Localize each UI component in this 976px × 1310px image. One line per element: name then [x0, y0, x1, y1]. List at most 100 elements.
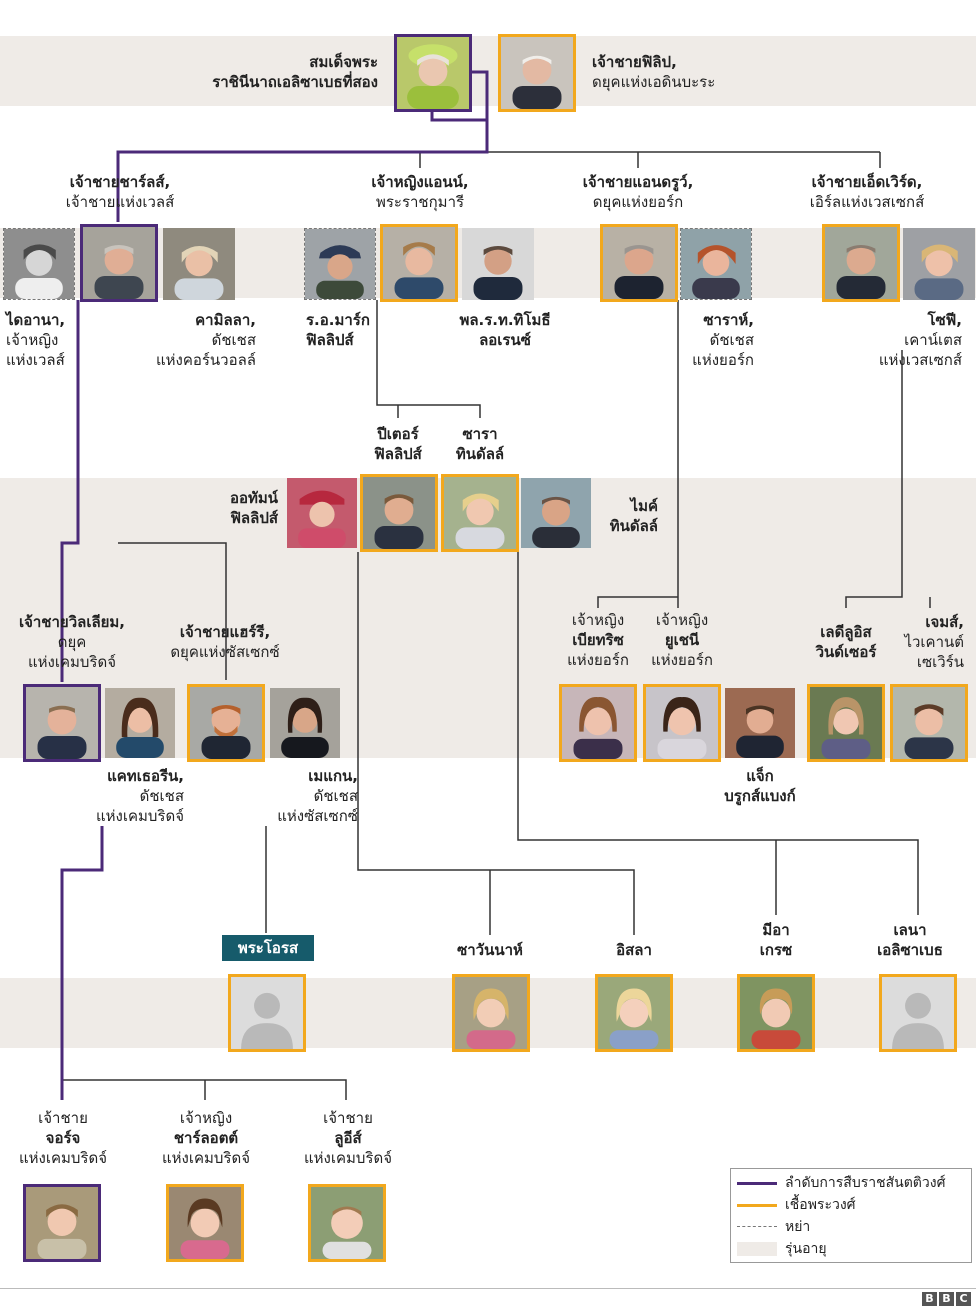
baby-badge: พระโอรส [222, 935, 314, 961]
james-label: เจมส์,ไวเคานต์เซเวิร์น [904, 612, 964, 672]
sophie-title-2: แห่งเวสเซกส์ [878, 351, 962, 369]
peter-label: ปีเตอร์ฟิลลิปส์ [350, 424, 446, 464]
eugenie-title-2: แห่งยอร์ก [651, 651, 713, 669]
charles-title: เจ้าชายแห่งเวลส์ [65, 193, 175, 211]
beatrice-label: เจ้าหญิงเบียทริซแห่งยอร์ก [548, 610, 648, 670]
autumn-label: ออทัมน์ฟิลลิปส์ [230, 488, 278, 528]
legend-generation-label: รุ่นอายุ [785, 1241, 827, 1257]
baby-silhouette [228, 974, 306, 1052]
philip-title: ดยุคแห่งเอดินบะระ [592, 73, 716, 91]
queen-name: สมเด็จพระ [309, 53, 378, 71]
andrew-daughters-connector [597, 300, 679, 608]
camilla-portrait [163, 228, 235, 300]
anne-name: เจ้าหญิงแอนน์, [371, 173, 469, 191]
louise-label: เลดีลูอิสวินด์เซอร์ [796, 622, 896, 662]
legend-divorce-label: หย่า [785, 1219, 811, 1235]
anne-title: พระราชกุมารี [375, 193, 465, 211]
beatrice-portrait [559, 684, 637, 762]
sophie-portrait [903, 228, 975, 300]
sarah-title-2: แห่งยอร์ก [692, 351, 754, 369]
diana-label: ไดอานา,เจ้าหญิงแห่งเวลส์ [6, 310, 65, 370]
lena-name-2: เอลิซาเบธ [877, 941, 943, 959]
peter-name-2: ฟิลลิปส์ [374, 445, 422, 463]
beatrice-name: เบียทริซ [572, 631, 624, 649]
george-title-2: แห่งเคมบริดจ์ [18, 1149, 108, 1167]
peter-name-1: ปีเตอร์ [377, 425, 419, 443]
william-label: เจ้าชายวิลเลียม, ดยุคแห่งเคมบริดจ์ [0, 612, 144, 672]
william-name: เจ้าชายวิลเลียม, [18, 613, 126, 631]
anne-children-connector [376, 300, 481, 418]
children-bar-gen2 [118, 151, 881, 168]
legend-blood-swatch [737, 1204, 777, 1207]
louise-name-1: เลดีลูอิส [820, 623, 872, 641]
philip-label: เจ้าชายฟิลิป,ดยุคแห่งเอดินบะระ [592, 52, 715, 92]
lena-label: เลนาเอลิซาเบธ [848, 920, 972, 960]
legend-blood: เชื้อพระวงศ์ [737, 1195, 973, 1215]
meghan-portrait [270, 688, 340, 758]
harry-branch-connector [118, 542, 227, 680]
sophie-label: โซฟี,เคาน์เตสแห่งเวสเซกส์ [879, 310, 962, 370]
charlotte-portrait [166, 1184, 244, 1262]
legend-blood-label: เชื้อพระวงศ์ [785, 1197, 856, 1213]
george-name: จอร์จ [45, 1129, 81, 1147]
catherine-title-2: แห่งเคมบริดจ์ [95, 807, 184, 825]
meghan-title-1: ดัชเชส [313, 787, 358, 805]
charlotte-title-2: แห่งเคมบริดจ์ [161, 1149, 251, 1167]
mark-portrait [304, 228, 376, 300]
william-title-1: ดยุค [57, 633, 87, 651]
charlotte-title-1: เจ้าหญิง [179, 1109, 233, 1127]
legend-succession-swatch [737, 1182, 777, 1185]
catherine-portrait [105, 688, 175, 758]
autumn-name-1: ออทัมน์ [229, 489, 278, 507]
sarah-portrait [680, 228, 752, 300]
philip-portrait [498, 34, 576, 112]
catherine-title-1: ดัชเชส [139, 787, 184, 805]
louis-title-1: เจ้าชาย [323, 1109, 373, 1127]
lena-name-1: เลนา [893, 921, 927, 939]
edward-portrait [822, 224, 900, 302]
harry-portrait [187, 684, 265, 762]
charles-name: เจ้าชายชาร์ลส์, [69, 173, 171, 191]
george-label: เจ้าชายจอร์จแห่งเคมบริดจ์ [0, 1108, 126, 1168]
mia-name-2: เกรซ [759, 941, 793, 959]
louis-label: เจ้าชายลูอีส์แห่งเคมบริดจ์ [282, 1108, 414, 1168]
beatrice-title-2: แห่งยอร์ก [567, 651, 629, 669]
edward-children-connector [845, 350, 931, 608]
catherine-label: แคทเธอรีน,ดัชเชสแห่งเคมบริดจ์ [96, 766, 184, 826]
william-title-2: แห่งเคมบริดจ์ [27, 653, 117, 671]
louis-name: ลูอีส์ [334, 1129, 362, 1147]
isla-portrait [595, 974, 673, 1052]
camilla-title-1: ดัชเชส [211, 331, 256, 349]
eugenie-portrait [643, 684, 721, 762]
mia-portrait [737, 974, 815, 1052]
zara-name-2: ทินดัลล์ [455, 445, 505, 463]
charles-portrait [80, 224, 158, 302]
legend-divorce: หย่า [737, 1217, 973, 1237]
sophie-name: โซฟี, [927, 311, 962, 329]
harry-name: เจ้าชายแฮร์รี, [179, 623, 271, 641]
isla-label: อิสลา [574, 940, 694, 960]
bbc-logo-b2: B [939, 1292, 954, 1306]
bbc-logo-b1: B [922, 1292, 937, 1306]
zara-label: ซาราทินดัลล์ [432, 424, 528, 464]
eugenie-title-1: เจ้าหญิง [655, 611, 709, 629]
jack-name-1: แจ็ก [746, 767, 774, 785]
mark-label: ร.อ.มาร์กฟิลลิปส์ [306, 310, 370, 350]
legend-generation-swatch [737, 1242, 777, 1256]
bbc-logo-c: C [956, 1292, 971, 1306]
andrew-portrait [600, 224, 678, 302]
jack-portrait [725, 688, 795, 758]
cambridge-children-connector [62, 1079, 347, 1100]
peter-children-connector [357, 552, 635, 935]
savannah-name: ซาวันนาห์ [457, 941, 523, 959]
mark-name-2: ฟิลลิปส์ [306, 331, 354, 349]
mike-name-2: ทินดัลล์ [609, 517, 658, 535]
legend-succession: ลำดับการสืบราชสันตติวงศ์ [737, 1173, 973, 1193]
autumn-portrait [287, 478, 357, 548]
charlotte-name: ชาร์ลอตต์ [173, 1129, 239, 1147]
diana-title-1: เจ้าหญิง [6, 331, 59, 349]
louise-portrait [807, 684, 885, 762]
lena-silhouette [879, 974, 957, 1052]
james-name: เจมส์, [925, 613, 964, 631]
zara-portrait [441, 474, 519, 552]
